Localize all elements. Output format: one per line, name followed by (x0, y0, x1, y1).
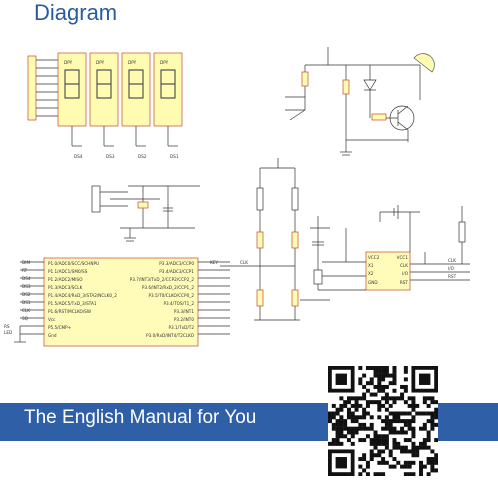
mcu-pin-right: P3.4/ADC3/CCP1 (159, 269, 194, 274)
mcu-pin-left: P1.1/ADC1/SM0/SS (48, 269, 88, 274)
display-pin-label: DS4 (74, 154, 83, 159)
mcu-net-label: DIM (22, 260, 30, 265)
mcu-net-label: DS2 (22, 292, 31, 297)
mcu-pin-right: P3.1/TxD/T2 (169, 325, 195, 330)
rtc-chip (300, 205, 470, 301)
rtc-pin-left: X1 (368, 263, 374, 268)
mcu-pin-left: P1.6/RST/MCLKO/SW (48, 309, 91, 314)
mcu-pin-right: P3.5/T0/CLKO/CCP0_2 (148, 293, 194, 298)
buzzer-circuit (285, 47, 435, 156)
mcu-net-label: DS4 (22, 276, 31, 281)
display-connector (27, 55, 58, 121)
mcu-net-label: SQ (22, 316, 29, 321)
mcu-pin-right: P3.6/INT2/RxD_2/CCP1_2 (142, 285, 195, 290)
mcu-net-label: CLK (22, 308, 30, 313)
mcu-pin-right: P3.7/INT3/TxD_2/CCP2/CCP2_2 (130, 277, 195, 282)
mcu-pin-right: P3.0/RxD/INT4/T2CLKO (146, 333, 195, 338)
mcu-net-label: RT (22, 268, 28, 273)
net-io: I/O (448, 266, 455, 271)
digit-label: DPY (64, 60, 73, 65)
net-rst: RST (448, 274, 457, 279)
qr-code[interactable] (328, 366, 439, 477)
mcu-net-label: DS3 (22, 284, 31, 289)
mcu-pin-right: P3.3/ADC3/CCP0 (159, 261, 194, 266)
mcu-pin-left: Vcc (48, 317, 56, 322)
rtc-pin-left: VCC2 (368, 255, 380, 260)
mcu-pin-right: P3.2/INT0 (174, 317, 195, 322)
mcu-pin-left: P5.5/CMP+ (48, 325, 72, 330)
mcu-pin-left: P1.3/ADC3/SCLK (48, 285, 83, 290)
display-pin-label: DS3 (106, 154, 115, 159)
mcu-pin-right: P3.4/TOS/T1_2 (164, 301, 195, 306)
qr-code-pattern (328, 366, 439, 477)
mcu-pin-right: P3.3/INT1 (174, 309, 195, 314)
net-clk: CLK (448, 258, 456, 263)
display-digits (57, 52, 183, 127)
rtc-pin-right: RST (400, 280, 409, 285)
digit-label: DPY (160, 60, 169, 65)
mcu-pin-left: Gnd (48, 333, 57, 338)
rtc-pin-left: GND (368, 280, 378, 285)
rtc-pin-right: CLK (400, 263, 408, 268)
mcu-net-label: RS (4, 324, 10, 329)
schematic-diagram: DPY DPY DPY DPY DS4 DS3 DS2 DS1 DIM RT D… (4, 47, 470, 347)
banner-text: The English Manual for You (24, 407, 257, 428)
mcu-chip (14, 257, 230, 347)
mcu-pin-left: P1.0/ADC0/SCC/SCHNPU (48, 261, 99, 266)
digit-label: DPY (128, 60, 137, 65)
mcu-net-label: LED (4, 330, 12, 335)
mcu-pin-left: P1.2/ADC2/MISO (48, 277, 83, 282)
net-clk-left: CLK (240, 260, 248, 265)
rtc-pin-right: I/O (402, 271, 409, 276)
display-pin-label: DS2 (138, 154, 147, 159)
digit-label: DPY (96, 60, 105, 65)
mcu-net-label: DS1 (22, 300, 31, 305)
rtc-pin-left: X2 (368, 271, 374, 276)
mcu-pin-left: P1.4/ADC4/RxD_3/STA2/NCLK0_2 (48, 293, 117, 298)
power-jack (91, 185, 200, 242)
rtc-pin-right: VCC1 (397, 255, 409, 260)
display-pin-label: DS1 (170, 154, 179, 159)
page-title: Diagram (34, 0, 118, 25)
net-key: KEY (210, 260, 218, 265)
mcu-pin-left: P1.5/ADC5/TxD_3/STA1 (48, 301, 97, 306)
key-switches (220, 158, 300, 321)
